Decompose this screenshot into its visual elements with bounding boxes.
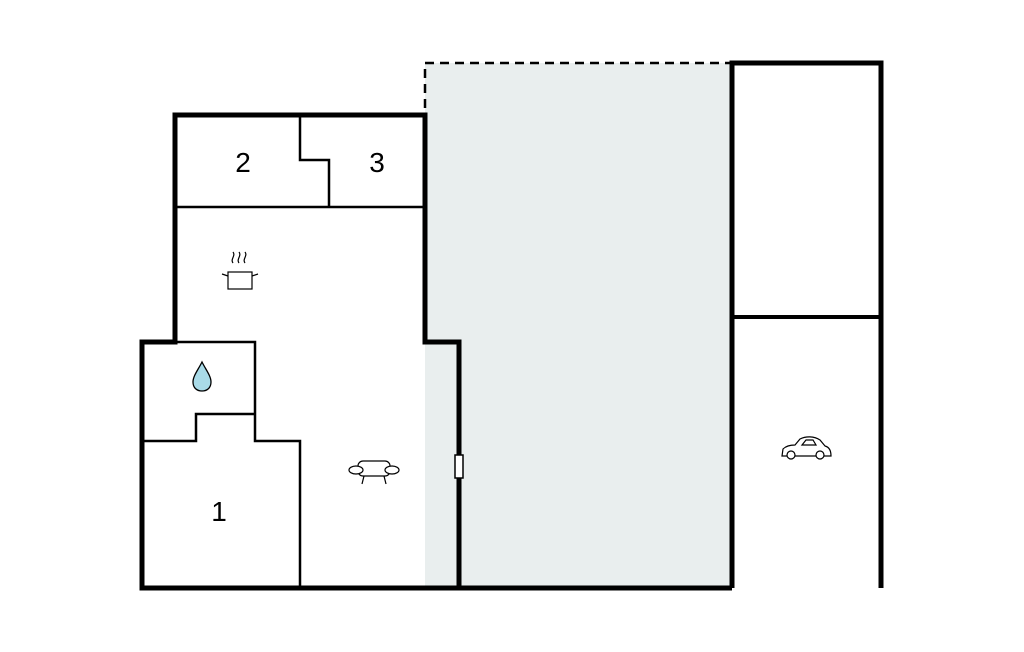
- rooms-2-3-divider: [298, 115, 331, 207]
- door-icon: [454, 454, 464, 479]
- room-label-3: 3: [369, 147, 385, 178]
- room-label-2: 2: [235, 147, 251, 178]
- bathroom-wall: [175, 340, 302, 588]
- parking-wall: [729, 60, 884, 588]
- car-icon: [781, 436, 832, 460]
- water-drop-icon: [192, 360, 212, 392]
- bathroom-room-1-wall: [142, 412, 255, 443]
- house-outer-wall: [139, 112, 462, 591]
- terrace-area: [425, 63, 732, 588]
- sofa-icon: [348, 460, 400, 485]
- cooking-pot-icon: [221, 251, 259, 290]
- room-label-1: 1: [211, 496, 227, 527]
- terrace-dashed-boundary: [423, 61, 732, 108]
